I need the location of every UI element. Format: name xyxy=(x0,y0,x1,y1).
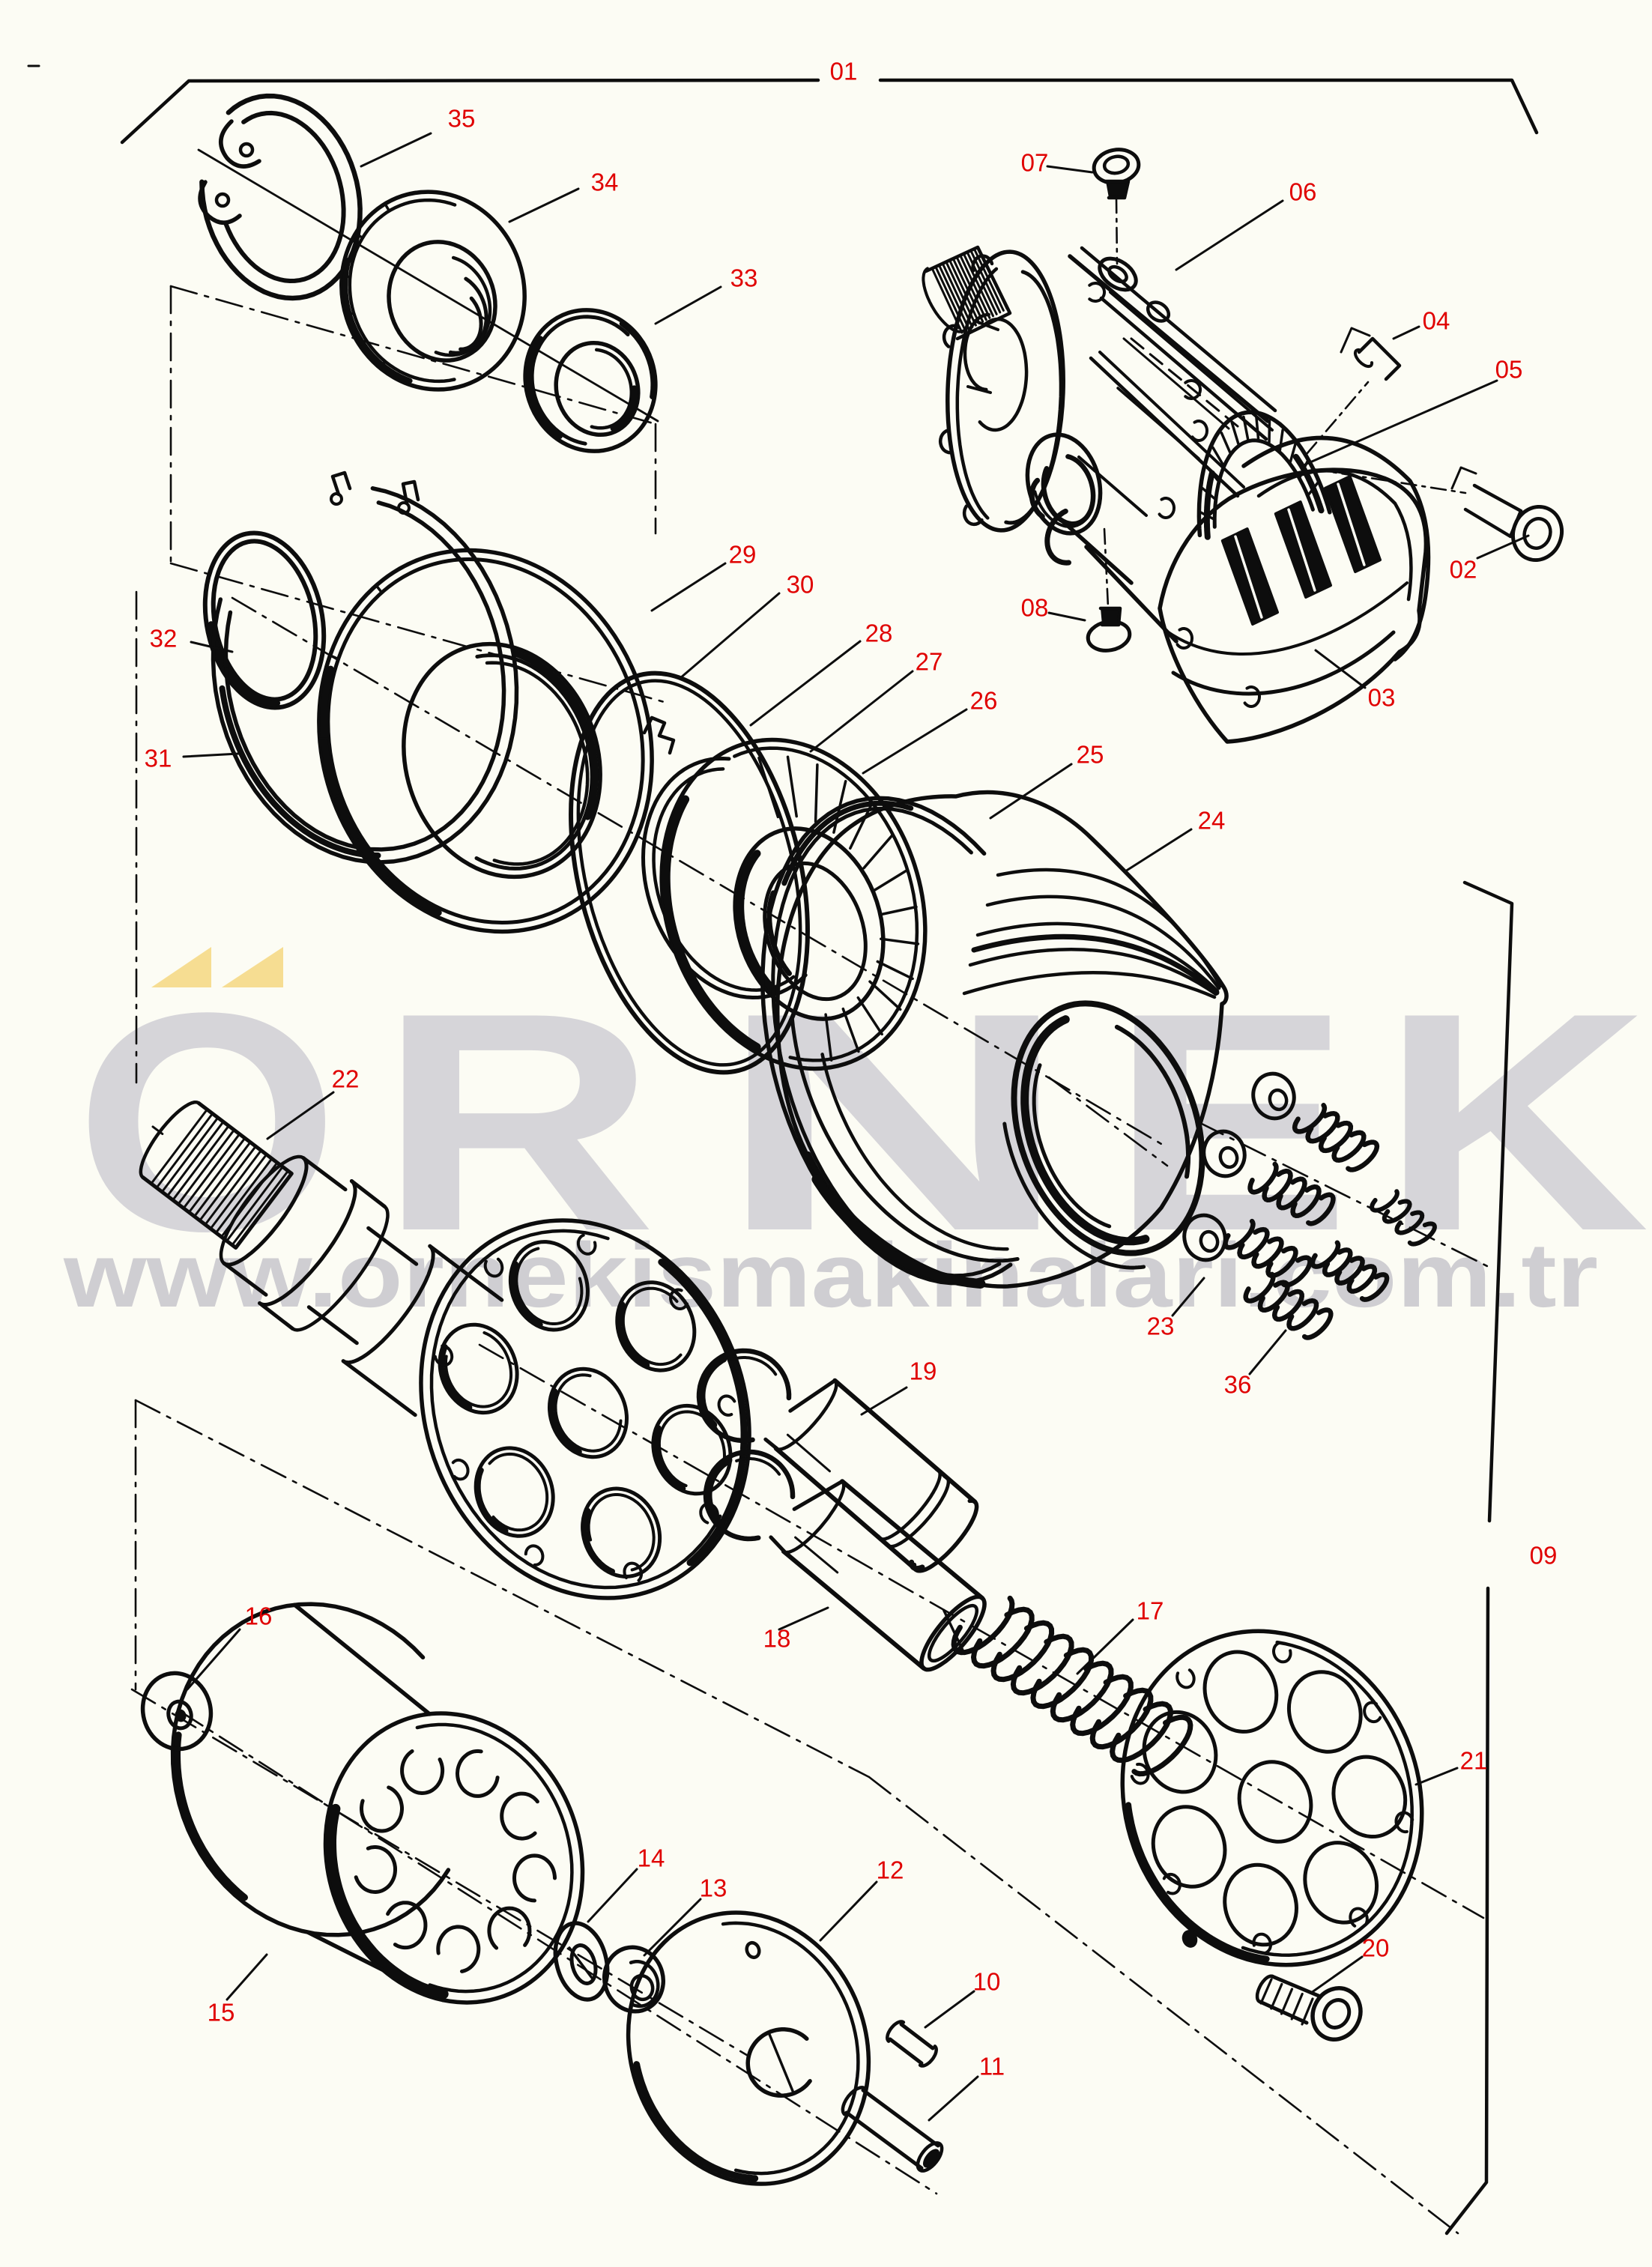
svg-text:06: 06 xyxy=(1289,178,1317,206)
svg-text:22: 22 xyxy=(332,1065,360,1093)
svg-text:09: 09 xyxy=(1530,1542,1558,1570)
svg-text:21: 21 xyxy=(1460,1747,1488,1775)
svg-text:20: 20 xyxy=(1362,1934,1390,1962)
svg-text:02: 02 xyxy=(1450,556,1477,584)
svg-text:28: 28 xyxy=(865,620,893,647)
svg-text:24: 24 xyxy=(1198,807,1226,835)
svg-text:01: 01 xyxy=(830,58,858,85)
svg-text:08: 08 xyxy=(1021,594,1049,622)
svg-text:03: 03 xyxy=(1368,684,1396,712)
svg-text:10: 10 xyxy=(973,1968,1001,1996)
svg-text:17: 17 xyxy=(1137,1597,1164,1625)
svg-text:30: 30 xyxy=(787,571,814,599)
svg-text:35: 35 xyxy=(448,105,476,133)
svg-text:16: 16 xyxy=(245,1602,273,1630)
svg-text:15: 15 xyxy=(208,1999,235,2027)
svg-text:26: 26 xyxy=(970,687,998,715)
svg-text:07: 07 xyxy=(1021,149,1049,177)
svg-text:29: 29 xyxy=(729,541,757,569)
svg-text:14: 14 xyxy=(638,1844,665,1872)
svg-text:27: 27 xyxy=(916,648,943,676)
svg-text:19: 19 xyxy=(910,1358,937,1385)
svg-text:05: 05 xyxy=(1495,356,1523,384)
svg-text:33: 33 xyxy=(730,264,758,292)
svg-text:13: 13 xyxy=(700,1874,727,1902)
svg-text:34: 34 xyxy=(591,169,619,196)
svg-text:23: 23 xyxy=(1147,1313,1175,1340)
svg-text:18: 18 xyxy=(763,1625,791,1653)
svg-text:36: 36 xyxy=(1224,1371,1252,1399)
svg-text:12: 12 xyxy=(877,1856,904,1884)
svg-text:www.ornekismakinalari.com.tr: www.ornekismakinalari.com.tr xyxy=(63,1224,1598,1326)
svg-text:11: 11 xyxy=(979,2053,1005,2080)
svg-text:31: 31 xyxy=(145,745,172,772)
svg-text:04: 04 xyxy=(1423,307,1450,335)
svg-text:25: 25 xyxy=(1077,741,1104,769)
svg-text:32: 32 xyxy=(150,625,178,653)
